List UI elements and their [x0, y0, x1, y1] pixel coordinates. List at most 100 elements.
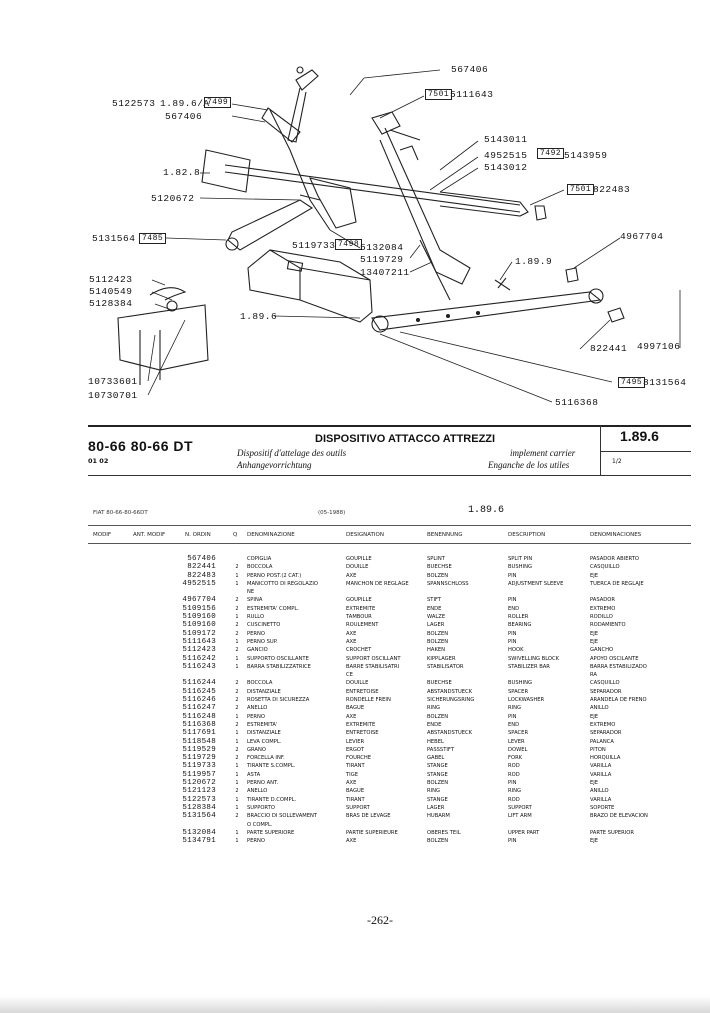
part-name-french: ENTRETOISE — [346, 688, 379, 695]
part-name-french: PARTIE SUPERIEURE — [346, 829, 398, 836]
callout-label: 13407211 — [360, 267, 410, 278]
part-number: 5119529 — [182, 745, 216, 754]
part-name-spanish: SEPARADOR — [590, 730, 622, 737]
callout-label: 1.89.6/A — [160, 98, 210, 109]
part-name-italian: PERNO — [247, 630, 265, 637]
title-block-divider — [600, 451, 691, 452]
callout-label: 5131564 — [92, 233, 136, 244]
part-name-italian: TIRANTE D.COMPL. — [247, 796, 297, 803]
part-number: 5117691 — [182, 729, 216, 738]
part-name-german: STANGE — [427, 796, 448, 803]
part-name-french: RONDELLE FREIN — [346, 697, 391, 704]
part-name-french: BAGUE — [346, 788, 365, 795]
part-quantity: 2 — [235, 622, 239, 629]
part-number: 5118548 — [182, 737, 216, 746]
part-name-english: SPACER — [508, 730, 529, 737]
part-name-spanish: CASQUILLO — [590, 680, 620, 687]
part-name-french: TAMBOUR — [346, 614, 372, 621]
part-number: 5119957 — [182, 770, 216, 779]
table-row: O COMPL. — [0, 821, 710, 829]
part-name-french: FOURCHE — [346, 755, 372, 762]
part-quantity: 2 — [235, 697, 239, 704]
part-number: 4952515 — [182, 579, 216, 588]
part-name-german: BOLZEN — [427, 713, 449, 720]
part-name-english: UPPER PART — [508, 829, 540, 836]
part-name-spanish: VARILLA — [590, 771, 612, 778]
part-name-italian: BARRA STABILIZZATRICE — [247, 663, 311, 670]
part-name-spanish: APOYO OSCILANTE — [590, 655, 639, 662]
part-name-english: SUPPORT — [508, 804, 532, 811]
part-name-italian: ESTREMITA' COMPL. — [247, 605, 299, 612]
part-name-french: SUPPORT — [346, 804, 370, 811]
part-name-english: BUSHING — [508, 564, 532, 571]
part-name-german: HAKEN — [427, 647, 446, 654]
part-name-italian: ESTREMITA' — [247, 721, 278, 728]
part-name-italian: SPINA — [247, 597, 263, 604]
callout-label: 8131564 — [643, 377, 687, 388]
part-name-german: BOLZEN — [427, 780, 449, 787]
part-number: 5111643 — [182, 637, 216, 646]
part-name-french: ERGOT — [346, 746, 365, 753]
part-name-german: STIFT — [427, 597, 442, 604]
part-name-german: SPANNSCHLOSS — [427, 580, 469, 587]
part-name-english: DOWEL — [508, 746, 528, 753]
part-name-german: WALZE — [427, 614, 446, 621]
title-english: implement carrier — [510, 448, 576, 458]
part-name-italian: ROSETTA DI SICUREZZA — [247, 697, 310, 704]
part-name-french: AXE — [346, 713, 357, 720]
part-number: 5109160 — [182, 613, 216, 622]
callout-label: 10730701 — [88, 390, 138, 401]
part-name-french: AXE — [346, 638, 357, 645]
callout-label: 5120672 — [151, 193, 195, 204]
callout-label: 5128384 — [89, 298, 133, 309]
part-name-italian: MANICOTTO DI REGOLAZIO — [247, 580, 319, 587]
part-name-italian: RULLO — [247, 614, 265, 621]
part-name-italian: PERNO — [247, 838, 265, 845]
column-header: ANT. MODIF — [133, 532, 166, 538]
title-french: Dispositif d'attelage des outils — [237, 448, 347, 458]
part-name-german: BOLZEN — [427, 572, 449, 579]
part-name-french: BAGUE — [346, 705, 365, 712]
callout-label: 5111643 — [450, 89, 494, 100]
part-name-french: ROULEMENT — [346, 622, 379, 629]
part-name-french: MANCHON DE REGLAGE — [346, 580, 409, 587]
part-name-italian: DISTANZIALE — [247, 730, 281, 737]
part-name-french: AXE — [346, 780, 357, 787]
part-name-french: SUPPORT OSCILLANT — [346, 655, 401, 662]
part-name-german: LAGER — [427, 622, 445, 629]
callout-label: 567406 — [165, 111, 203, 122]
exploded-parts-diagram — [117, 66, 681, 403]
callout-label: 4967704 — [620, 231, 664, 242]
part-name-spanish: BRAZO DE ELEVACION — [590, 813, 648, 820]
part-quantity: 1 — [235, 713, 239, 720]
part-name-french: ENTRETOISE — [346, 730, 379, 737]
part-name-german: HEBEL — [427, 738, 444, 745]
column-header: DESIGNATION — [346, 532, 384, 538]
part-name-spanish: EJE — [590, 780, 599, 787]
part-name-french: GOUPILLE — [346, 597, 372, 604]
part-name-french: BRAS DE LEVAGE — [346, 813, 391, 820]
part-name-spanish: PITON — [590, 746, 606, 753]
callout-label: 5143959 — [564, 150, 608, 161]
part-name-german: ENDE — [427, 721, 442, 728]
part-name-italian: GANCIO — [247, 647, 268, 654]
part-name-spanish: SEPARADOR — [590, 688, 622, 695]
part-quantity: 2 — [235, 564, 239, 571]
part-quantity: 2 — [235, 788, 239, 795]
part-name-english: HOOK — [508, 647, 524, 654]
part-number: 5116246 — [182, 696, 216, 705]
part-name-german: BOLZEN — [427, 638, 449, 645]
part-name-italian: PERNO POST.(2 CAT.) — [247, 572, 302, 579]
part-name-english: END — [508, 721, 520, 728]
part-name-english: PIN — [508, 838, 517, 845]
